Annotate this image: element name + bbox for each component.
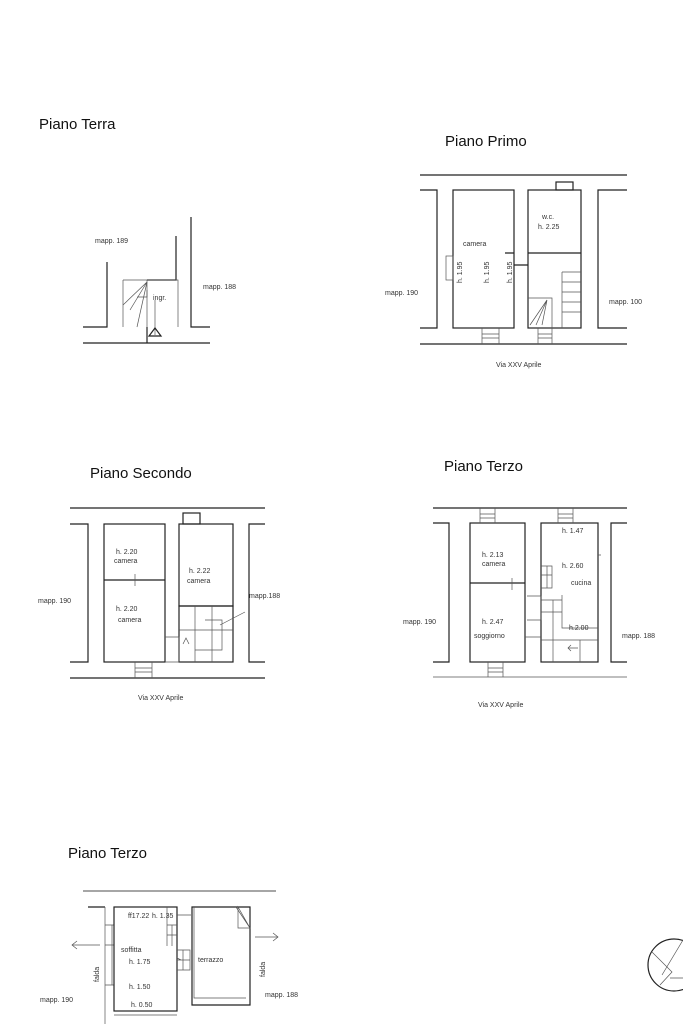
height-label: h. 2.20 — [116, 606, 138, 613]
room-label: camera — [187, 578, 210, 585]
plan-title: Piano Terra — [39, 116, 116, 133]
mapp-label: mapp. 188 — [622, 633, 655, 640]
mapp-label: mapp. 188 — [203, 284, 236, 291]
compass-icon — [647, 938, 683, 992]
height-label: h. 2.13 — [482, 552, 504, 559]
height-label: h. 2.22 — [189, 568, 211, 575]
height-label: h. 1.75 — [129, 959, 151, 966]
entrance-triangle-icon — [147, 327, 163, 337]
room-label: terrazzo — [198, 957, 223, 964]
mapp-label: mapp.188 — [249, 593, 280, 600]
street-label: Via XXV Aprile — [496, 362, 542, 369]
mapp-label: mapp. 190 — [40, 997, 73, 1004]
mapp-label: mapp. 190 — [385, 290, 418, 297]
mapp-label: mapp. 189 — [95, 238, 128, 245]
plan-title: Piano Secondo — [90, 465, 192, 482]
height-label: h. 1.50 — [129, 984, 151, 991]
mapp-label: mapp. 100 — [609, 299, 642, 306]
height-label: h. 1.35 — [152, 913, 174, 920]
falda-label: falda — [94, 967, 101, 982]
street-label: Via XXV Aprile — [138, 695, 184, 702]
room-label: w.c. — [541, 214, 554, 221]
falda-label: falda — [260, 962, 267, 977]
room-label: soffitta — [121, 947, 142, 954]
room-label: camera — [463, 241, 486, 248]
plan-piano-primo: Piano Primo camera h. 1.95 h. 1.95 h. 1.… — [385, 133, 642, 369]
plan-title: Piano Terzo — [68, 845, 147, 862]
height-label: h. 1.47 — [562, 528, 584, 535]
height-label: h. 1.95 — [507, 261, 514, 283]
height-label: h.2.00 — [569, 625, 589, 632]
mapp-label: mapp. 190 — [403, 619, 436, 626]
height-label: h. 2.47 — [482, 619, 504, 626]
plan-piano-terzo: Piano Terzo h. 2.13 camera h. 1.47 h. 2.… — [403, 458, 655, 709]
room-label: cucina — [571, 580, 591, 587]
height-label: h. 2.60 — [562, 563, 584, 570]
plan-piano-secondo: Piano Secondo h. 2.20 camera h. 2.20 cam… — [38, 465, 280, 702]
height-label: h. 1.95 — [457, 261, 464, 283]
height-label: h. 2.20 — [116, 549, 138, 556]
room-label: camera — [114, 558, 137, 565]
room-label: camera — [482, 561, 505, 568]
mapp-label: mapp. 190 — [38, 598, 71, 605]
plan-title: Piano Primo — [445, 133, 527, 150]
height-label: h. 2.25 — [538, 224, 560, 231]
height-label: h. 1.95 — [484, 261, 491, 283]
height-label: ff17.22 — [128, 913, 149, 920]
height-label: h. 0.50 — [131, 1002, 153, 1009]
room-label: camera — [118, 617, 141, 624]
plan-title: Piano Terzo — [444, 458, 523, 475]
room-label: ingr. — [153, 295, 166, 302]
plan-piano-terzo-sottotetto: Piano Terzo ff17.22 h. 1.35 soffitta h. … — [40, 845, 298, 1024]
plan-piano-terra: Piano Terra mapp. 189 mapp. 188 ingr. — [39, 116, 236, 344]
mapp-label: mapp. 188 — [265, 992, 298, 999]
room-label: soggiorno — [474, 633, 505, 640]
street-label: Via XXV Aprile — [478, 702, 524, 709]
